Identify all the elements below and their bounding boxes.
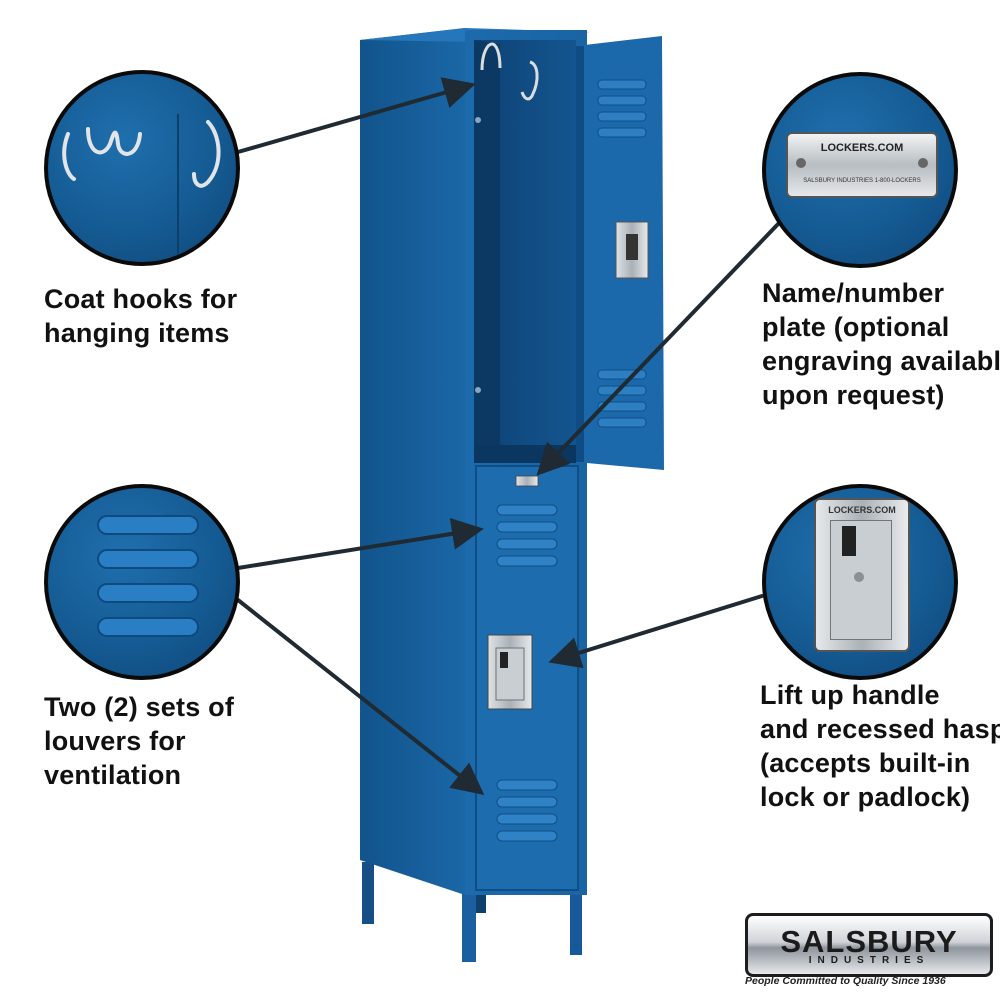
louvers-detail-circle <box>44 484 240 680</box>
plate-bottom-text: SALSBURY INDUSTRIES 1-800-LOCKERS <box>803 178 921 184</box>
upper-door-open <box>576 36 664 470</box>
brand-sub: INDUSTRIES <box>808 955 930 966</box>
hasp-text: LOCKERS.COM <box>828 505 896 515</box>
brand-tagline: People Committed to Quality Since 1936 <box>745 975 946 987</box>
hasp-plate: LOCKERS.COM <box>814 498 910 652</box>
plate-top-text: LOCKERS.COM <box>820 142 904 154</box>
name-plate: LOCKERS.COM SALSBURY INDUSTRIES 1-800-LO… <box>786 132 938 198</box>
lower-door <box>475 465 579 891</box>
coat-hooks-detail-circle <box>44 70 240 266</box>
lock-icon <box>842 526 856 556</box>
name-plate-caption: Name/number plate (optional engraving av… <box>762 278 1000 410</box>
name-plate-detail-circle: LOCKERS.COM SALSBURY INDUSTRIES 1-800-LO… <box>762 72 958 268</box>
brand-name: SALSBURY <box>780 924 958 959</box>
screw-icon <box>796 158 806 168</box>
screw-icon <box>918 158 928 168</box>
coat-hook-icon <box>62 114 221 262</box>
coat-hooks <box>480 42 539 101</box>
salsbury-logo: SALSBURY INDUSTRIES <box>745 913 993 977</box>
callout-arrows <box>236 77 782 795</box>
louvers-caption: Two (2) sets of louvers for ventilation <box>44 692 235 790</box>
locker-legs <box>362 862 582 962</box>
upper-compartment-interior <box>474 40 576 463</box>
handle-detail-circle: LOCKERS.COM <box>762 484 958 680</box>
hasp-hole-icon <box>854 572 864 582</box>
handle-caption: Lift up handle and recessed hasp (accept… <box>760 680 1000 812</box>
coat-hooks-caption: Coat hooks for hanging items <box>44 284 238 348</box>
locker-side-panel <box>360 28 465 895</box>
louver-icon <box>97 515 199 637</box>
